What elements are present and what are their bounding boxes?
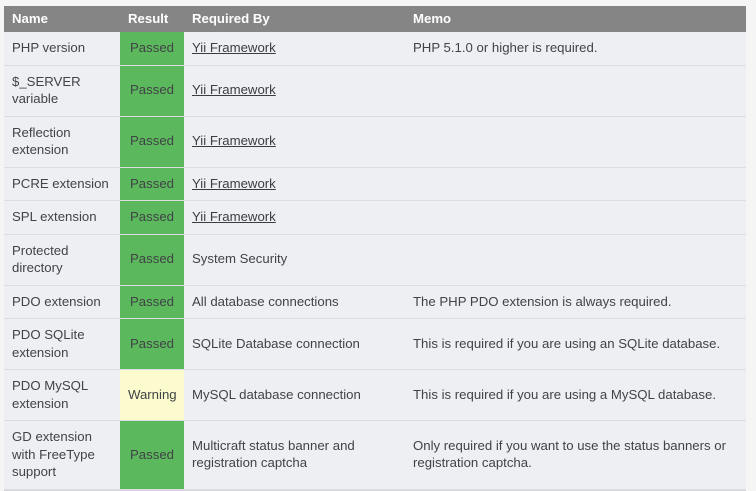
cell-memo bbox=[405, 233, 746, 286]
cell-required-by: Yii Framework bbox=[184, 166, 405, 201]
cell-requirement-name: $_SERVER variable bbox=[4, 64, 120, 117]
column-header-required-by: Required By bbox=[184, 6, 405, 32]
column-header-result: Result bbox=[120, 6, 184, 32]
cell-required-by: All database connections bbox=[184, 284, 405, 319]
status-badge: Passed bbox=[120, 166, 184, 201]
cell-memo bbox=[405, 200, 746, 235]
cell-requirement-name: PCRE extension bbox=[4, 166, 120, 201]
cell-required-by: MySQL database connection bbox=[184, 369, 405, 421]
cell-required-by: Yii Framework bbox=[184, 200, 405, 235]
status-badge: Passed bbox=[120, 233, 184, 286]
cell-memo: This is required if you are using a MySQ… bbox=[405, 369, 746, 421]
required-by-link[interactable]: Yii Framework bbox=[192, 40, 276, 55]
table-header: Name Result Required By Memo bbox=[4, 6, 746, 32]
status-badge: Passed bbox=[120, 200, 184, 235]
cell-required-by: Yii Framework bbox=[184, 115, 405, 168]
cell-memo: The PHP PDO extension is always required… bbox=[405, 284, 746, 319]
cell-requirement-name: GD extension with FreeType support bbox=[4, 420, 120, 490]
cell-memo bbox=[405, 64, 746, 117]
status-badge: Passed bbox=[120, 64, 184, 117]
cell-required-by: SQLite Database connection bbox=[184, 318, 405, 370]
cell-memo: This is required if you are using an SQL… bbox=[405, 318, 746, 370]
cell-required-by: Yii Framework bbox=[184, 64, 405, 117]
table-bottom-edge bbox=[4, 489, 746, 491]
required-by-link[interactable]: Yii Framework bbox=[192, 209, 276, 224]
cell-memo: PHP 5.1.0 or higher is required. bbox=[405, 32, 746, 66]
cell-requirement-name: Protected directory bbox=[4, 233, 120, 286]
requirements-table: Name Result Required By Memo PHP version… bbox=[4, 6, 746, 490]
requirements-check-page: Name Result Required By Memo PHP version… bbox=[4, 6, 746, 491]
cell-required-by: Yii Framework bbox=[184, 32, 405, 66]
cell-required-by: System Security bbox=[184, 233, 405, 286]
required-by-link[interactable]: Yii Framework bbox=[192, 175, 276, 191]
cell-requirement-name: SPL extension bbox=[4, 200, 120, 235]
required-by-link[interactable]: Yii Framework bbox=[192, 82, 276, 98]
column-header-name: Name bbox=[4, 6, 120, 32]
status-badge: Passed bbox=[120, 32, 184, 66]
table-header-row: Name Result Required By Memo bbox=[4, 6, 746, 32]
cell-requirement-name: PDO extension bbox=[4, 284, 120, 319]
status-badge: Passed bbox=[120, 318, 184, 370]
column-header-memo: Memo bbox=[405, 6, 746, 32]
status-badge: Passed bbox=[120, 115, 184, 168]
status-badge: Passed bbox=[120, 284, 184, 319]
cell-memo bbox=[405, 115, 746, 168]
cell-memo bbox=[405, 166, 746, 201]
cell-memo: Only required if you want to use the sta… bbox=[405, 420, 746, 490]
status-badge: Passed bbox=[120, 420, 184, 490]
cell-required-by: Multicraft status banner and registratio… bbox=[184, 420, 405, 490]
cell-requirement-name: PDO SQLite extension bbox=[4, 318, 120, 370]
required-by-link[interactable]: Yii Framework bbox=[192, 133, 276, 149]
status-badge: Warning bbox=[120, 369, 184, 421]
cell-requirement-name: PDO MySQL extension bbox=[4, 369, 120, 421]
cell-requirement-name: PHP version bbox=[4, 32, 120, 66]
cell-requirement-name: Reflection extension bbox=[4, 115, 120, 168]
